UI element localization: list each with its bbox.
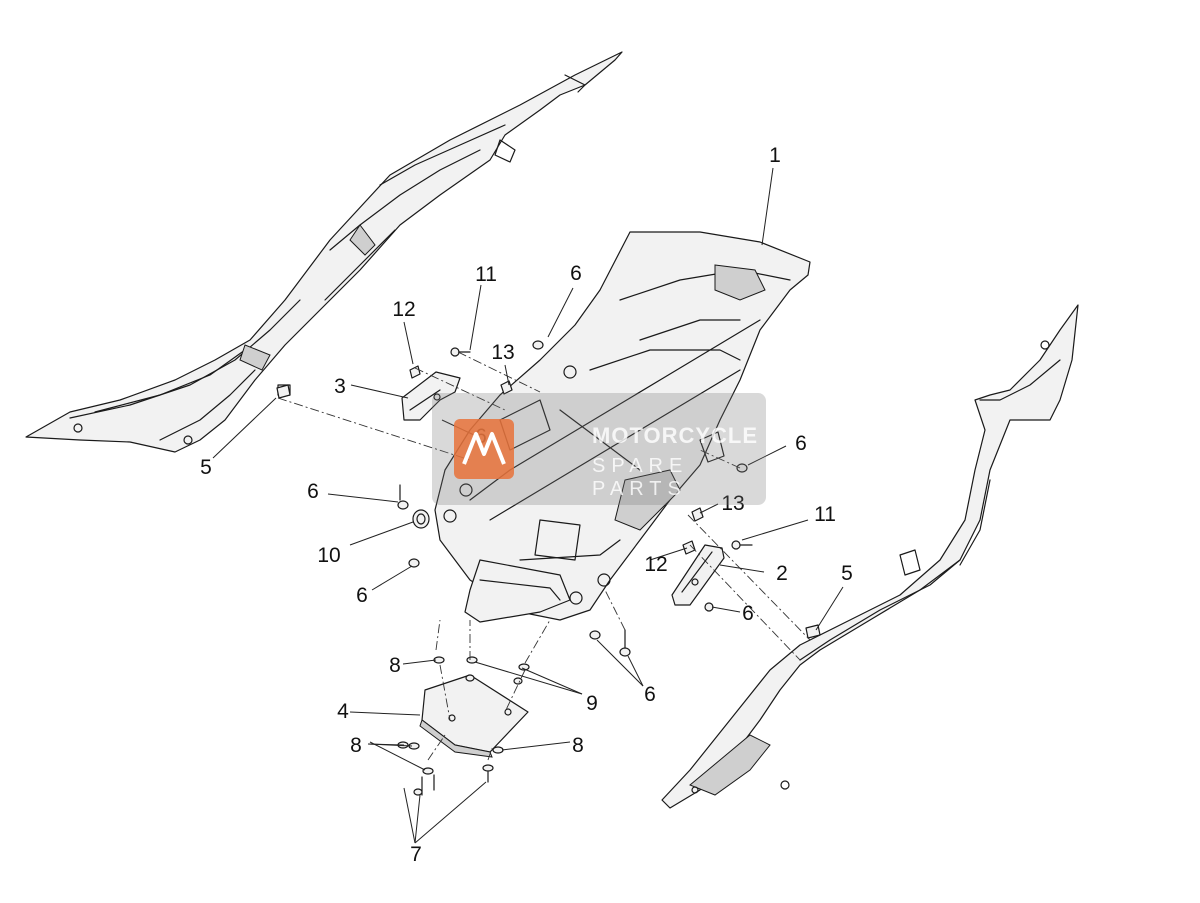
callout-label: 8 [572, 734, 584, 757]
right-side-panel [661, 304, 1079, 809]
callout-label: 5 [841, 562, 853, 585]
left-bracket [401, 371, 461, 421]
watermark: MOTORCYCLE SPARE PARTS [432, 393, 766, 505]
watermark-line-1: MOTORCYCLE [592, 423, 759, 448]
callout-label: 12 [644, 553, 667, 576]
lower-mudguard [464, 559, 571, 623]
watermark-logo-icon [454, 419, 514, 479]
callout-label: 1 [769, 144, 781, 167]
rear-undertray [434, 231, 811, 621]
callout-label: 2 [776, 562, 788, 585]
left-side-panel [25, 51, 623, 453]
callout-label: 8 [350, 734, 362, 757]
leader-lines [212, 167, 844, 844]
callout-label: 13 [721, 492, 744, 515]
assembly-lines [277, 351, 811, 761]
callout-label: 6 [742, 602, 754, 625]
callout-labels: 1 11 6 12 13 3 6 5 6 6 13 11 10 12 2 6 5… [200, 144, 853, 866]
fasteners [276, 340, 821, 796]
callout-label: 4 [337, 700, 349, 723]
callout-label: 10 [317, 544, 340, 567]
callout-label: 7 [410, 843, 422, 866]
callout-label: 6 [644, 683, 656, 706]
license-plate-cover [419, 674, 529, 758]
grommet-part-10 [412, 509, 430, 529]
callout-label: 12 [392, 298, 415, 321]
callout-label: 6 [307, 480, 319, 503]
right-bracket [671, 544, 725, 606]
callout-label: 3 [334, 375, 346, 398]
callout-label: 8 [389, 654, 401, 677]
callout-label: 13 [491, 341, 514, 364]
callout-label: 11 [475, 263, 497, 286]
callout-label: 6 [356, 584, 368, 607]
callout-label: 5 [200, 456, 212, 479]
callout-label: 6 [795, 432, 807, 455]
callout-label: 6 [570, 262, 582, 285]
watermark-line-2: SPARE PARTS [592, 455, 689, 500]
callout-label: 9 [586, 692, 598, 715]
callout-label: 11 [814, 503, 836, 526]
